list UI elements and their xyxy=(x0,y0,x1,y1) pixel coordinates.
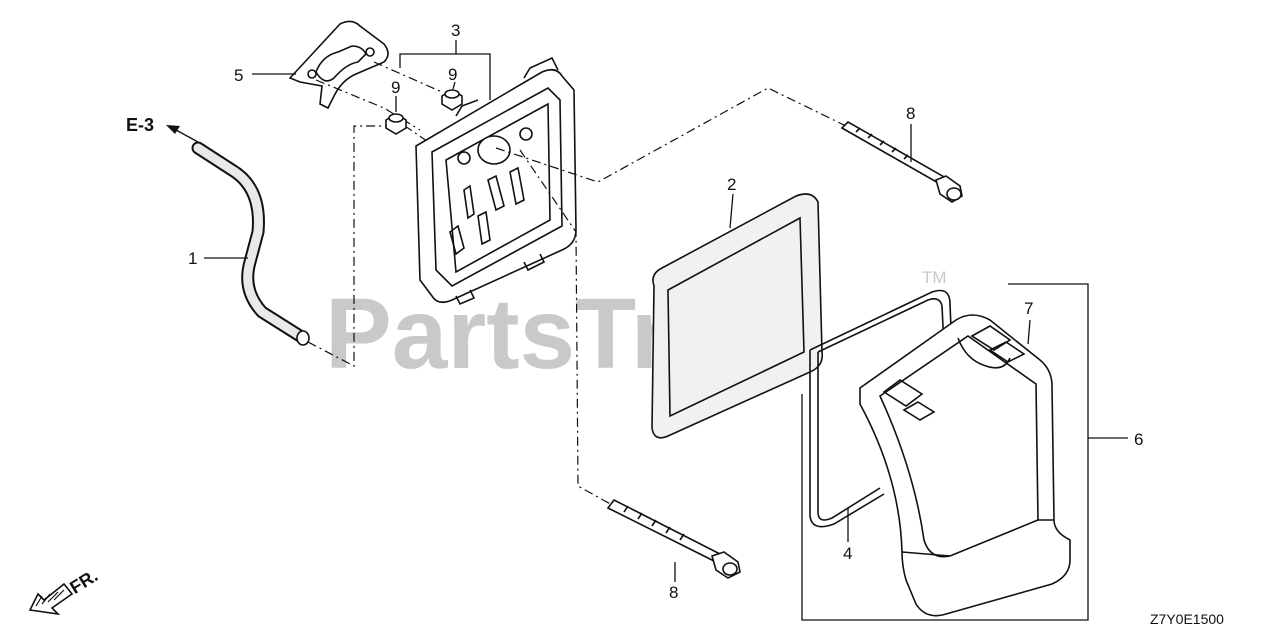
collar-upper[interactable] xyxy=(441,89,463,111)
front-arrow-icon xyxy=(28,582,74,616)
gasket-bracket[interactable] xyxy=(288,20,389,110)
air-filter-element[interactable] xyxy=(651,193,824,439)
collar-lower[interactable] xyxy=(385,113,407,135)
callout-9b-line xyxy=(452,81,456,90)
section-reference-label: E-3 xyxy=(126,115,154,135)
bracket-leader-line-2 xyxy=(373,61,443,93)
callout-5[interactable]: 5 xyxy=(234,66,243,85)
callout-1[interactable]: 1 xyxy=(188,249,197,268)
upper-bolt-leader-line xyxy=(495,87,847,183)
callout-8-upper[interactable]: 8 xyxy=(906,104,915,123)
callout-7-line xyxy=(1027,319,1031,345)
callout-3[interactable]: 3 xyxy=(451,21,460,40)
e3-reference-arrow xyxy=(166,125,199,143)
callout-9-left[interactable]: 9 xyxy=(391,78,400,97)
callout-2[interactable]: 2 xyxy=(727,175,736,194)
assembly-bracket-6 xyxy=(801,283,1089,621)
callout-7[interactable]: 7 xyxy=(1024,299,1033,318)
air-cleaner-cover[interactable] xyxy=(859,314,1071,617)
callout-3-bracket xyxy=(399,53,491,100)
flange-bolt-lower[interactable] xyxy=(606,498,741,579)
hose-leader-line xyxy=(307,125,441,367)
air-cleaner-case[interactable] xyxy=(415,56,577,306)
callout-8-lower[interactable]: 8 xyxy=(669,583,678,602)
callout-9-right[interactable]: 9 xyxy=(448,65,457,84)
flange-bolt-upper[interactable] xyxy=(840,121,963,203)
diagram-code: Z7Y0E1500 xyxy=(1150,611,1224,627)
callout-6[interactable]: 6 xyxy=(1134,430,1143,449)
watermark-trademark: TM xyxy=(922,268,947,287)
breather-hose[interactable] xyxy=(191,141,310,346)
callout-2-line xyxy=(729,193,734,229)
bracket-leader-line xyxy=(315,79,421,131)
cover-seal[interactable] xyxy=(809,289,953,528)
callout-4[interactable]: 4 xyxy=(843,544,852,563)
